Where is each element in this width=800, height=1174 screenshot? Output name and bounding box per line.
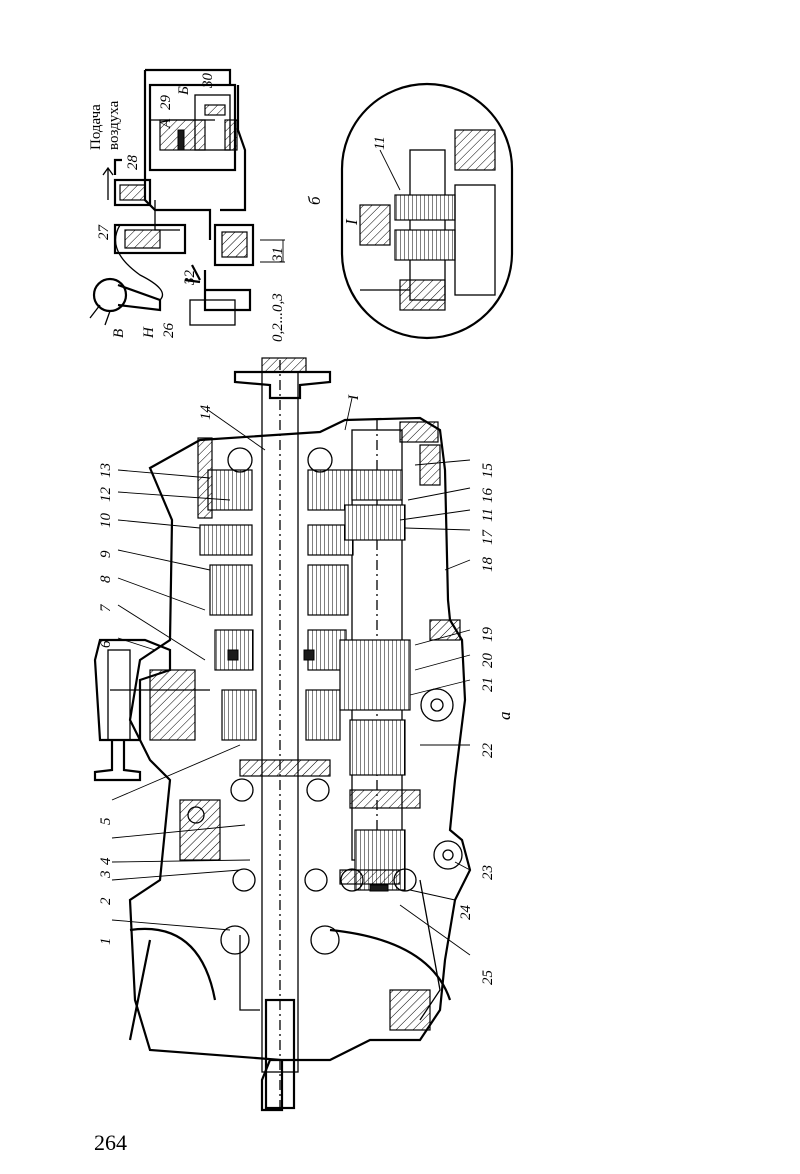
callout-11: 11 — [480, 508, 496, 522]
callout-4: 4 — [98, 857, 114, 865]
callout-25: 25 — [480, 970, 496, 986]
callout-18: 18 — [480, 557, 496, 573]
pneu-letter-A: А — [158, 118, 174, 129]
pneu-callout-30: 30 — [200, 73, 216, 90]
callout-24: 24 — [458, 905, 474, 921]
callout-3: 3 — [98, 871, 114, 880]
shift-lever — [95, 740, 140, 780]
pneu-callout-26: 26 — [161, 323, 177, 339]
detail-inset: 11 I — [342, 84, 512, 338]
output-flange-hub — [262, 358, 306, 372]
callout-7: 7 — [98, 603, 114, 612]
callout-10: 10 — [98, 513, 114, 529]
callout-23: 23 — [480, 865, 496, 880]
callout-19: 19 — [480, 627, 496, 643]
callout-22: 22 — [480, 743, 496, 759]
callout-15: 15 — [480, 463, 496, 479]
main-section-view — [95, 358, 470, 1110]
air-supply-line-1: Подача — [88, 104, 104, 150]
view-label-a: а — [495, 712, 514, 721]
callouts-bottom: 15 16 11 17 18 19 20 21 22 23 24 25 — [400, 460, 496, 985]
callout-8: 8 — [98, 575, 114, 583]
pneu-callout-31: 31 — [270, 247, 286, 263]
pneu-callout-29: 29 — [158, 95, 174, 111]
view-label-I: I — [342, 218, 361, 226]
callout-16: 16 — [480, 488, 496, 504]
pneu-callout-27: 27 — [96, 224, 112, 241]
callout-17: 17 — [480, 529, 496, 546]
callout-5: 5 — [98, 817, 114, 825]
callout-20: 20 — [480, 653, 496, 669]
callout-2: 2 — [98, 897, 114, 905]
pneu-letter-V: В — [111, 329, 127, 338]
callout-12: 12 — [98, 487, 114, 503]
output-flange — [235, 372, 330, 398]
pneu-callout-32: 32 — [182, 270, 198, 287]
callout-9: 9 — [98, 550, 114, 558]
callout-6: 6 — [98, 640, 114, 648]
pneu-letter-N: Н — [141, 326, 157, 339]
view-label-b: б — [305, 196, 324, 205]
air-supply-line-2: воздуха — [106, 100, 122, 150]
callout-21: 21 — [480, 677, 496, 692]
air-arrow — [103, 168, 113, 200]
callout-13: 13 — [98, 463, 114, 478]
gap-range: 0,2...0,3 — [270, 293, 286, 342]
callout-detail-I: I — [346, 394, 362, 401]
callout-1: 1 — [98, 938, 114, 946]
pneu-letter-B: Б — [176, 86, 192, 96]
pneu-callout-28: 28 — [125, 155, 141, 171]
detail-callout-11: 11 — [372, 136, 388, 150]
page-number: 264 — [94, 1130, 127, 1156]
callout-14: 14 — [198, 405, 214, 421]
